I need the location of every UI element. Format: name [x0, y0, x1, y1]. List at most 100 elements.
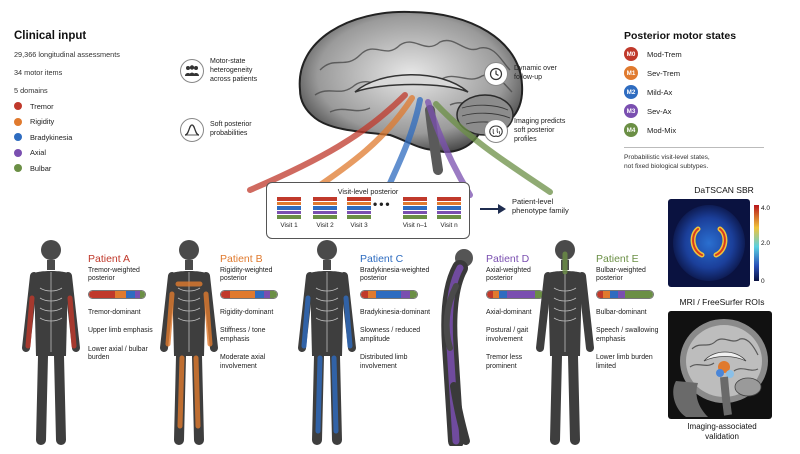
visit-2: Visit 2 — [311, 197, 339, 229]
patient-subtitle: Tremor-weighted posterior — [88, 267, 140, 283]
visit-stack-segment — [313, 210, 337, 215]
posterior-segment-m4 — [535, 290, 543, 298]
posterior-segment-m1 — [367, 290, 376, 298]
posterior-segment-m4 — [624, 290, 653, 298]
domain-label: Axial — [30, 148, 47, 158]
posterior-segment-m4 — [140, 290, 145, 298]
visit-stack-segment — [277, 201, 301, 206]
patient-note: Axial-dominant — [486, 308, 532, 316]
patient-note: Lower limb burden limited — [596, 354, 653, 371]
motor-items-stat: 34 motor items — [14, 67, 63, 77]
domain-item-rigidity: Rigidity — [14, 117, 184, 126]
domain-item-bulbar: Bulbar — [14, 164, 184, 173]
visit-stack-segment — [277, 206, 301, 210]
clinical-input-title: Clinical input — [14, 30, 87, 42]
arrow-right-icon — [480, 204, 506, 214]
phenotype-family-label: Patient-level phenotype family — [512, 197, 569, 216]
state-badge: M0 — [624, 47, 638, 61]
posterior-segment-m0 — [487, 290, 493, 298]
patient-note: Lower axial / bulbar burden — [88, 345, 148, 362]
posterior-segment-m1 — [229, 290, 255, 298]
posterior-segment-m1 — [492, 290, 500, 298]
callout-imaging-text: Imaging predicts soft posterior profiles — [514, 118, 566, 143]
patient-note: Upper limb emphasis — [88, 327, 153, 335]
posterior-segment-m0 — [221, 290, 230, 298]
domains-stat: 5 domains — [14, 85, 48, 95]
patient-name: Patient B — [220, 253, 263, 265]
patient-note: Postural / gait involvement — [486, 327, 529, 343]
patient-body-figure — [22, 240, 80, 445]
patient-name: Patient E — [596, 253, 639, 265]
visit-stack-segment — [437, 197, 461, 201]
visit-ellipsis: ••• — [373, 197, 392, 211]
visit-stack-segment — [403, 215, 427, 219]
patient-note: Bradykinesia-dominant — [360, 308, 431, 316]
domain-label: Rigidity — [30, 117, 55, 127]
visit-stack-segment — [403, 197, 427, 201]
patient-body-figure — [298, 240, 356, 445]
visit-posterior-stack — [437, 197, 461, 219]
visit-posterior-stack — [277, 197, 301, 219]
visit-1: Visit 1 — [275, 197, 303, 229]
patient-posterior-bar — [220, 289, 278, 299]
bell-curve-icon — [180, 118, 204, 142]
visit-4: Visit n–1 — [401, 197, 429, 229]
visit-label: Visit 1 — [280, 221, 298, 229]
brain-illustration — [247, 10, 553, 198]
posterior-segment-m2 — [254, 290, 264, 298]
patient-note: Tremor-dominant — [88, 308, 141, 316]
patient-name: Patient C — [360, 253, 404, 265]
domain-label: Bradykinesia — [30, 132, 73, 142]
posterior-segment-m3 — [618, 290, 625, 298]
visit-3: Visit 3 — [345, 197, 373, 229]
patient-note: Tremor less prominent — [486, 354, 523, 371]
posterior-segment-m1 — [114, 290, 126, 298]
domain-color-dot — [14, 133, 22, 142]
clock-icon — [484, 62, 508, 86]
visit-posterior-stack — [347, 197, 371, 219]
posterior-segment-m3 — [263, 290, 271, 298]
patient-body-figure — [160, 240, 218, 445]
posterior-segment-m0 — [597, 290, 603, 298]
datscan-tick-mid: 2.0 — [761, 240, 770, 247]
posterior-states-title: Posterior motor states — [624, 30, 737, 42]
patient-note: Stiffness / tone emphasis — [220, 327, 266, 343]
visit-stack-segment — [347, 197, 371, 201]
visit-label: Visit 3 — [350, 221, 368, 229]
visit-stack-segment — [277, 197, 301, 201]
callout-heterogeneity: Motor-state heterogeneity across patient… — [180, 58, 300, 84]
posterior-segment-m0 — [89, 290, 115, 298]
validation-label: Imaging-associated validation — [687, 422, 757, 441]
assessments-stat: 29,366 longitudinal assessments — [14, 50, 120, 59]
posterior-segment-m3 — [401, 290, 411, 298]
patient-note: Distributed limb involvement — [360, 354, 408, 371]
visit-5: Visit n — [435, 197, 463, 229]
callout-soft-posterior: Soft posterior probabilities — [180, 118, 300, 142]
state-label: Sev-Trem — [647, 68, 681, 78]
visit-stack-segment — [347, 210, 371, 215]
posterior-segment-m0 — [361, 290, 368, 298]
visit-label: Visit n–1 — [402, 221, 428, 229]
visit-stack-segment — [313, 206, 337, 210]
posterior-segment-m1 — [602, 290, 611, 298]
mri-image — [668, 311, 772, 419]
domain-color-dot — [14, 148, 22, 157]
visit-label: Visit 2 — [316, 221, 334, 229]
domain-label: Bulbar — [30, 163, 52, 173]
patient-body-figure — [536, 240, 594, 445]
state-badge: M1 — [624, 66, 638, 80]
posterior-segment-m3 — [507, 290, 536, 298]
state-badge: M3 — [624, 104, 638, 118]
patient-note: Speech / swallowing emphasis — [596, 327, 659, 343]
domain-color-dot — [14, 164, 22, 173]
posterior-segment-m2 — [375, 290, 402, 298]
patient-body-figure — [441, 249, 473, 446]
patient-note: Slowness / reduced amplitude — [360, 327, 421, 343]
visit-posterior-stack — [403, 197, 427, 219]
visit-stack-segment — [437, 215, 461, 219]
